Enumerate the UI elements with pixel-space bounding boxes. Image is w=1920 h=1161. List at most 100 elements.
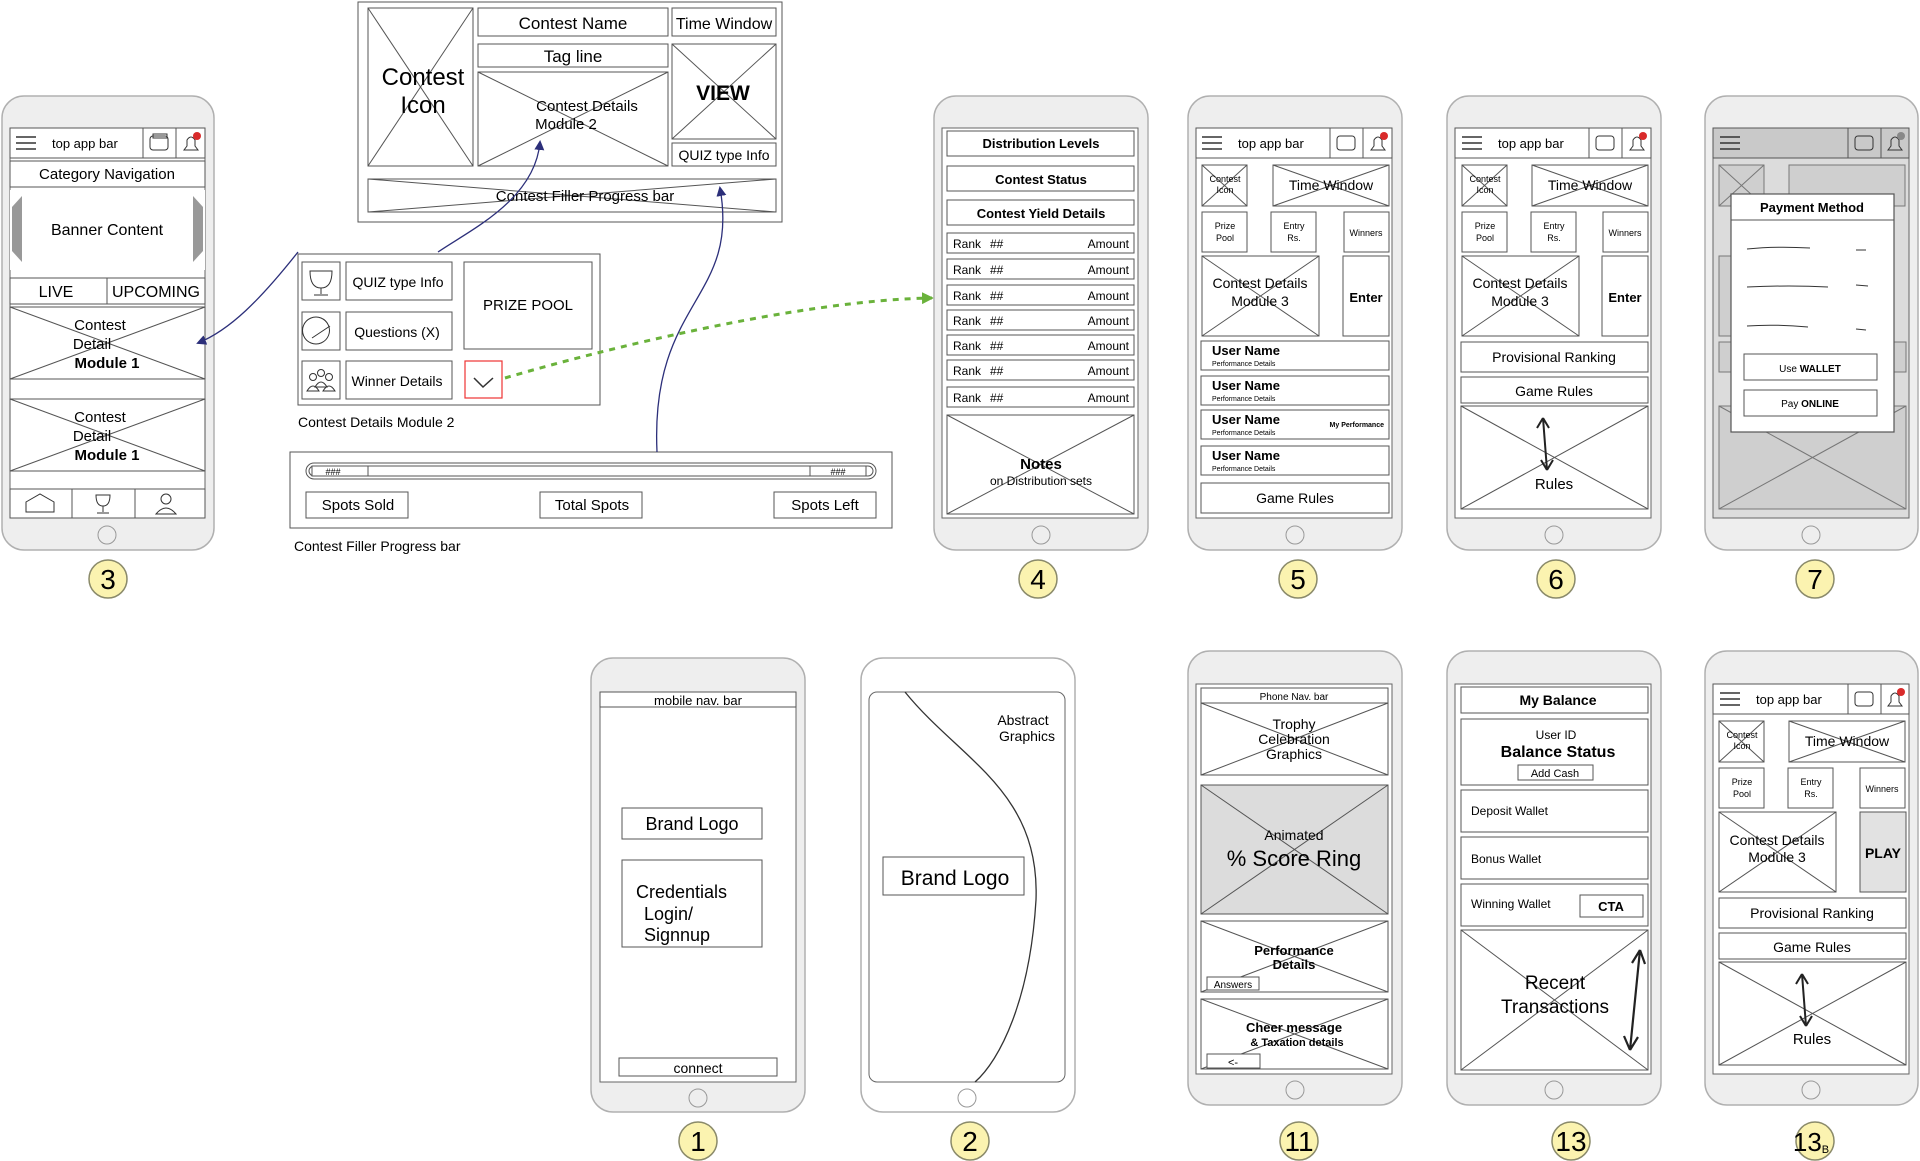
button-label: ONLINE — [1801, 399, 1839, 410]
winners-label: Winners — [1608, 228, 1642, 238]
phone-13: My Balance User ID Balance Status Add Ca… — [1446, 650, 1662, 1106]
home-button[interactable] — [1801, 525, 1821, 545]
home-button[interactable] — [957, 1088, 977, 1108]
home-button[interactable] — [1285, 525, 1305, 545]
rank-value: ## — [990, 289, 1004, 303]
credentials-label: Login/ — [644, 904, 693, 924]
mobile-nav-bar: mobile nav. bar — [654, 693, 743, 708]
button-label: WALLET — [1800, 364, 1841, 375]
performance-label: Performance — [1254, 943, 1333, 958]
answers-button[interactable]: Answers — [1214, 980, 1252, 991]
bonus-wallet[interactable]: Bonus Wallet — [1471, 852, 1542, 866]
banner-prev-icon[interactable] — [12, 196, 22, 262]
home-button[interactable] — [1544, 525, 1564, 545]
enter-button[interactable]: Enter — [1608, 290, 1641, 305]
category-navigation[interactable]: Category Navigation — [39, 166, 175, 183]
badge-11: 11 — [1279, 1121, 1319, 1161]
amount-label: Amount — [1088, 263, 1130, 277]
hamburger-icon[interactable] — [1202, 136, 1222, 150]
trophy-icon[interactable] — [95, 494, 111, 514]
notification-bell-icon[interactable] — [1887, 688, 1905, 707]
contest-card-1[interactable]: Contest Detail Module 1 — [9, 306, 206, 380]
my-performance-link[interactable]: My Performance — [1330, 422, 1385, 429]
banner-next-icon[interactable] — [193, 196, 203, 262]
abstract-graphics-label: Graphics — [999, 728, 1055, 744]
view-button[interactable]: VIEW — [696, 82, 750, 105]
entry-fee-label: Rs. — [1287, 233, 1301, 243]
tab-live[interactable]: LIVE — [39, 284, 74, 301]
abstract-graphics-curve — [904, 691, 1037, 1083]
trophy-graphics-label: Graphics — [1266, 746, 1322, 762]
wallet-icon[interactable] — [1336, 135, 1356, 151]
brand-logo: Brand Logo — [645, 814, 738, 834]
scroll-arrows-icon — [1536, 417, 1554, 471]
badge-number: 13 — [1555, 1126, 1586, 1157]
balance-status: Balance Status — [1501, 744, 1616, 761]
badge-number: 6 — [1548, 564, 1564, 595]
rank-label: Rank — [953, 314, 982, 328]
home-icon[interactable] — [25, 493, 55, 513]
notification-bell-icon[interactable] — [183, 132, 201, 151]
game-rules[interactable]: Game Rules — [1256, 490, 1334, 506]
home-button[interactable] — [97, 525, 117, 545]
top-app-bar-title: top app bar — [1238, 136, 1304, 151]
provisional-ranking[interactable]: Provisional Ranking — [1750, 905, 1874, 921]
profile-icon[interactable] — [154, 493, 178, 515]
rank-value: ## — [990, 314, 1004, 328]
contest-yield-details: Contest Yield Details — [977, 206, 1106, 221]
badge-3: 3 — [88, 559, 128, 599]
connect-button[interactable]: connect — [673, 1060, 722, 1076]
game-rules[interactable]: Game Rules — [1515, 383, 1593, 399]
wallet-icon[interactable] — [1595, 135, 1615, 151]
winning-wallet[interactable]: Winning Wallet — [1471, 897, 1551, 911]
connector-arrow — [437, 140, 545, 253]
wallet-icon[interactable] — [1854, 691, 1874, 707]
credentials-box[interactable] — [621, 859, 763, 948]
hamburger-icon[interactable] — [1720, 692, 1740, 706]
use-wallet-button[interactable]: Use WALLET — [1743, 353, 1878, 381]
rank-row: Rank##Amount — [946, 386, 1135, 408]
home-button[interactable] — [1544, 1080, 1564, 1100]
notification-bell-icon — [1887, 132, 1905, 151]
notification-bell-icon[interactable] — [1370, 132, 1388, 151]
banner-content[interactable]: Banner Content — [51, 222, 164, 239]
back-button[interactable]: <- — [1228, 1057, 1238, 1069]
tab-upcoming[interactable]: UPCOMING — [112, 284, 200, 301]
cta-button[interactable]: CTA — [1598, 899, 1624, 914]
scroll-arrows-icon — [1622, 949, 1647, 1051]
amount-label: Amount — [1088, 314, 1130, 328]
notification-bell-icon[interactable] — [1629, 132, 1647, 151]
home-button[interactable] — [1801, 1080, 1821, 1100]
trophy-graphics-label: Celebration — [1258, 731, 1330, 747]
contest-icon-label: Icon — [400, 92, 445, 119]
hamburger-icon[interactable] — [1462, 136, 1482, 150]
home-button[interactable] — [688, 1088, 708, 1108]
connector-arrow — [504, 292, 934, 380]
details-module-3-label: Contest Details — [1213, 275, 1308, 291]
contest-name: Contest Name — [519, 14, 628, 33]
home-button[interactable] — [1285, 1080, 1305, 1100]
contest-icon-label: Contest — [1469, 174, 1501, 184]
play-button[interactable]: PLAY — [1865, 845, 1902, 861]
add-cash-button[interactable]: Add Cash — [1531, 768, 1579, 780]
winner-details: Winner Details — [351, 373, 442, 389]
top-app-bar-title: top app bar — [1756, 692, 1822, 707]
home-button[interactable] — [1031, 525, 1051, 545]
badge-number: 13 — [1793, 1127, 1822, 1157]
deposit-wallet[interactable]: Deposit Wallet — [1471, 804, 1549, 818]
wallet-icon[interactable] — [149, 133, 169, 151]
enter-button[interactable]: Enter — [1349, 290, 1382, 305]
entry-fee-label: Rs. — [1804, 789, 1818, 799]
provisional-ranking[interactable]: Provisional Ranking — [1492, 349, 1616, 365]
hamburger-icon[interactable] — [16, 136, 36, 150]
contest-card-2[interactable]: Contest Detail Module 1 — [9, 398, 206, 472]
pay-online-button[interactable]: Pay ONLINE — [1743, 389, 1878, 417]
rank-label: Rank — [953, 339, 982, 353]
game-rules[interactable]: Game Rules — [1773, 939, 1851, 955]
expand-button[interactable] — [464, 360, 503, 399]
